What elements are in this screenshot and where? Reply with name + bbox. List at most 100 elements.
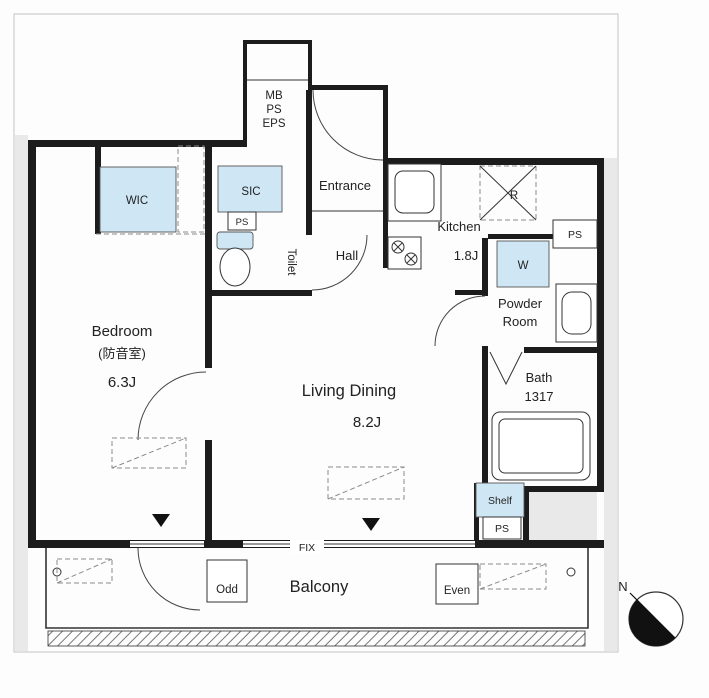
living-ceiling-light-diagonal <box>327 466 405 500</box>
even-label: Even <box>444 585 470 597</box>
stove-burner-cross <box>393 242 403 252</box>
fridge-space <box>479 165 537 221</box>
wall-bath-bottom <box>523 486 604 492</box>
ps-shelf-box <box>482 516 522 540</box>
fridge-diagonal <box>479 165 537 221</box>
wic-label: WIC <box>126 195 148 207</box>
margin-bottom-right <box>529 492 597 540</box>
entrance-door-arc <box>312 89 384 161</box>
wall-step-left <box>523 486 529 544</box>
wall-kitchen <box>383 165 388 268</box>
bath-size: 1317 <box>525 389 554 404</box>
wall-top-left <box>28 140 243 147</box>
wall-toilet-right <box>306 90 312 235</box>
wall-shaft-right <box>308 40 312 90</box>
wall-wic-left <box>95 140 101 234</box>
kitchen-sink-counter <box>387 163 442 222</box>
wall-shaft-left <box>243 40 247 147</box>
ps-right-box <box>552 219 598 249</box>
odd-label: Odd <box>216 584 238 596</box>
wic-closet <box>99 166 177 233</box>
bath-label: Bath <box>526 370 553 385</box>
wall-top-right <box>383 158 604 165</box>
ps-entry-label: PS <box>236 217 249 228</box>
bedroom-label: Bedroom <box>92 323 153 340</box>
kitchen-label: Kitchen <box>437 219 480 234</box>
washer-space <box>496 240 550 288</box>
hall-label: Hall <box>336 248 359 263</box>
wall-bedroom-lower <box>205 440 212 544</box>
shelf <box>475 482 525 518</box>
north-label: N <box>618 579 627 594</box>
bedroom-area: 6.3J <box>108 374 136 391</box>
shaft-label-eps: EPS <box>262 118 285 130</box>
powder-label-2: Room <box>503 314 538 329</box>
fix-label: FIX <box>299 542 315 554</box>
balcony-dashed-right <box>479 563 547 590</box>
ps-right-label: PS <box>568 229 582 241</box>
margin-left <box>15 135 28 651</box>
balcony-dashed-right-diagonal <box>479 563 547 590</box>
fridge-label: R <box>510 190 518 202</box>
odd-box <box>206 559 248 603</box>
balcony-drain-icon <box>566 567 576 577</box>
wall-exterior-left <box>28 140 36 548</box>
stove-burner-cross <box>406 254 416 264</box>
wall-powder-top <box>488 234 556 239</box>
kitchen-sink-basin <box>394 170 435 214</box>
living-area: 8.2J <box>353 414 381 431</box>
sic-label: SIC <box>241 186 260 198</box>
compass-needle <box>629 599 676 646</box>
bedroom-ceiling-light-diagonal <box>111 437 187 469</box>
kitchen-area: 1.8J <box>454 248 479 263</box>
margin-right <box>604 158 617 651</box>
toilet-tank <box>216 231 254 250</box>
bedroom-ceiling-light <box>111 437 187 469</box>
powder-door-arc <box>434 295 486 347</box>
toilet-bowl <box>219 247 251 287</box>
wall-entrance-top <box>308 85 388 90</box>
opening-marker-icon <box>152 514 170 527</box>
kitchen-stove <box>387 236 422 270</box>
balcony-railing <box>47 630 586 647</box>
bath-folding-door <box>489 351 523 386</box>
shaft-label-mb: MB <box>265 90 283 102</box>
compass-needle-line <box>629 592 676 639</box>
toilet-label: Toilet <box>285 249 297 277</box>
stove-burner-icon <box>391 240 405 254</box>
washbasin-counter <box>555 283 598 343</box>
ps-entry-box <box>227 211 257 231</box>
entrance-label: Entrance <box>319 178 371 193</box>
fix-label-bg <box>290 540 324 553</box>
wic-dashed-area <box>177 145 205 233</box>
wall-shaft-top <box>243 40 312 44</box>
balcony-outline <box>45 548 589 629</box>
living-label: Living Dining <box>302 382 396 400</box>
powder-label-1: Powder <box>498 296 543 311</box>
toilet-door-arc <box>311 234 368 291</box>
sic-closet <box>217 165 283 213</box>
balcony-dashed-left-diagonal <box>56 558 113 584</box>
wall-kitchen-bottom <box>455 290 488 295</box>
ps-shelf-label: PS <box>495 523 509 535</box>
bathtub-outer <box>491 411 591 481</box>
stove-burner-icon <box>404 252 418 266</box>
balcony-door-arc <box>137 547 201 611</box>
wall-entrance-right <box>383 85 388 165</box>
wall-bedroom-upper <box>205 140 212 368</box>
shelf-label: Shelf <box>488 495 512 507</box>
wall-toilet-bottom <box>205 290 312 296</box>
bedroom-door-arc <box>137 371 207 441</box>
living-ceiling-light <box>327 466 405 500</box>
even-box <box>435 563 479 605</box>
balcony-dashed-left <box>56 558 113 584</box>
wall-powder-bath <box>524 347 604 353</box>
bathtub-inner <box>498 418 584 474</box>
property-line <box>13 13 619 653</box>
opening-marker-icon <box>362 518 380 531</box>
washer-label: W <box>518 260 529 272</box>
wall-bath-left <box>482 346 488 492</box>
wall-powder-left-upper <box>482 238 488 296</box>
